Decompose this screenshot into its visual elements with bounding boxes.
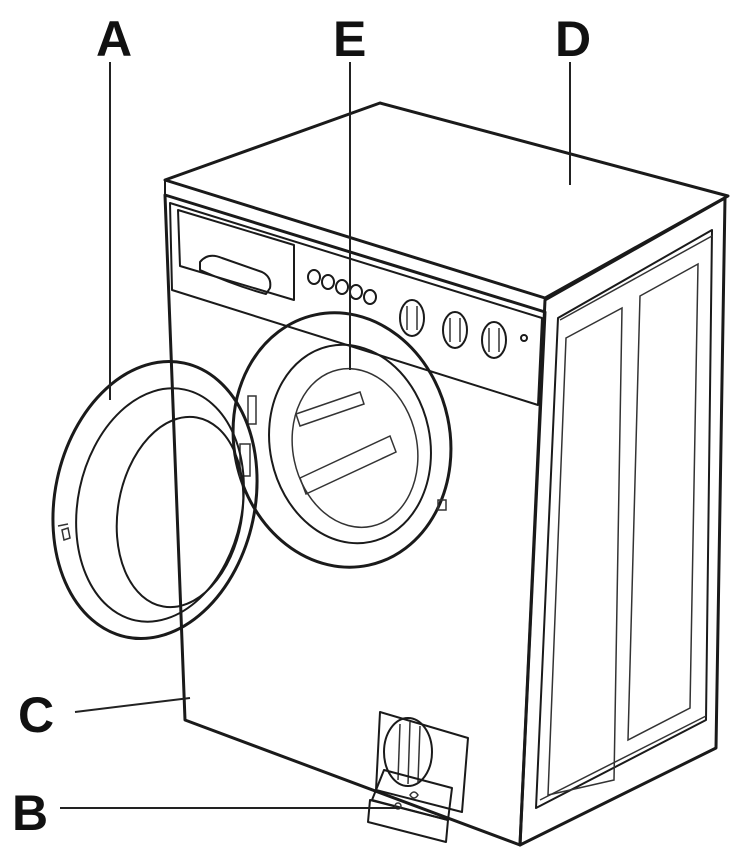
drum-opening xyxy=(231,311,453,569)
label-b: B xyxy=(12,785,49,841)
open-door xyxy=(51,359,259,641)
label-a: A xyxy=(96,11,133,67)
label-e: E xyxy=(333,11,367,67)
leader-lines xyxy=(60,62,571,809)
label-d: D xyxy=(555,11,592,67)
leader-line-c xyxy=(74,697,191,713)
program-buttons xyxy=(307,269,377,305)
control-panel xyxy=(169,202,543,406)
front-panel xyxy=(163,193,547,847)
filter-access xyxy=(367,711,469,843)
label-c: C xyxy=(18,687,55,743)
control-knobs xyxy=(399,299,528,359)
